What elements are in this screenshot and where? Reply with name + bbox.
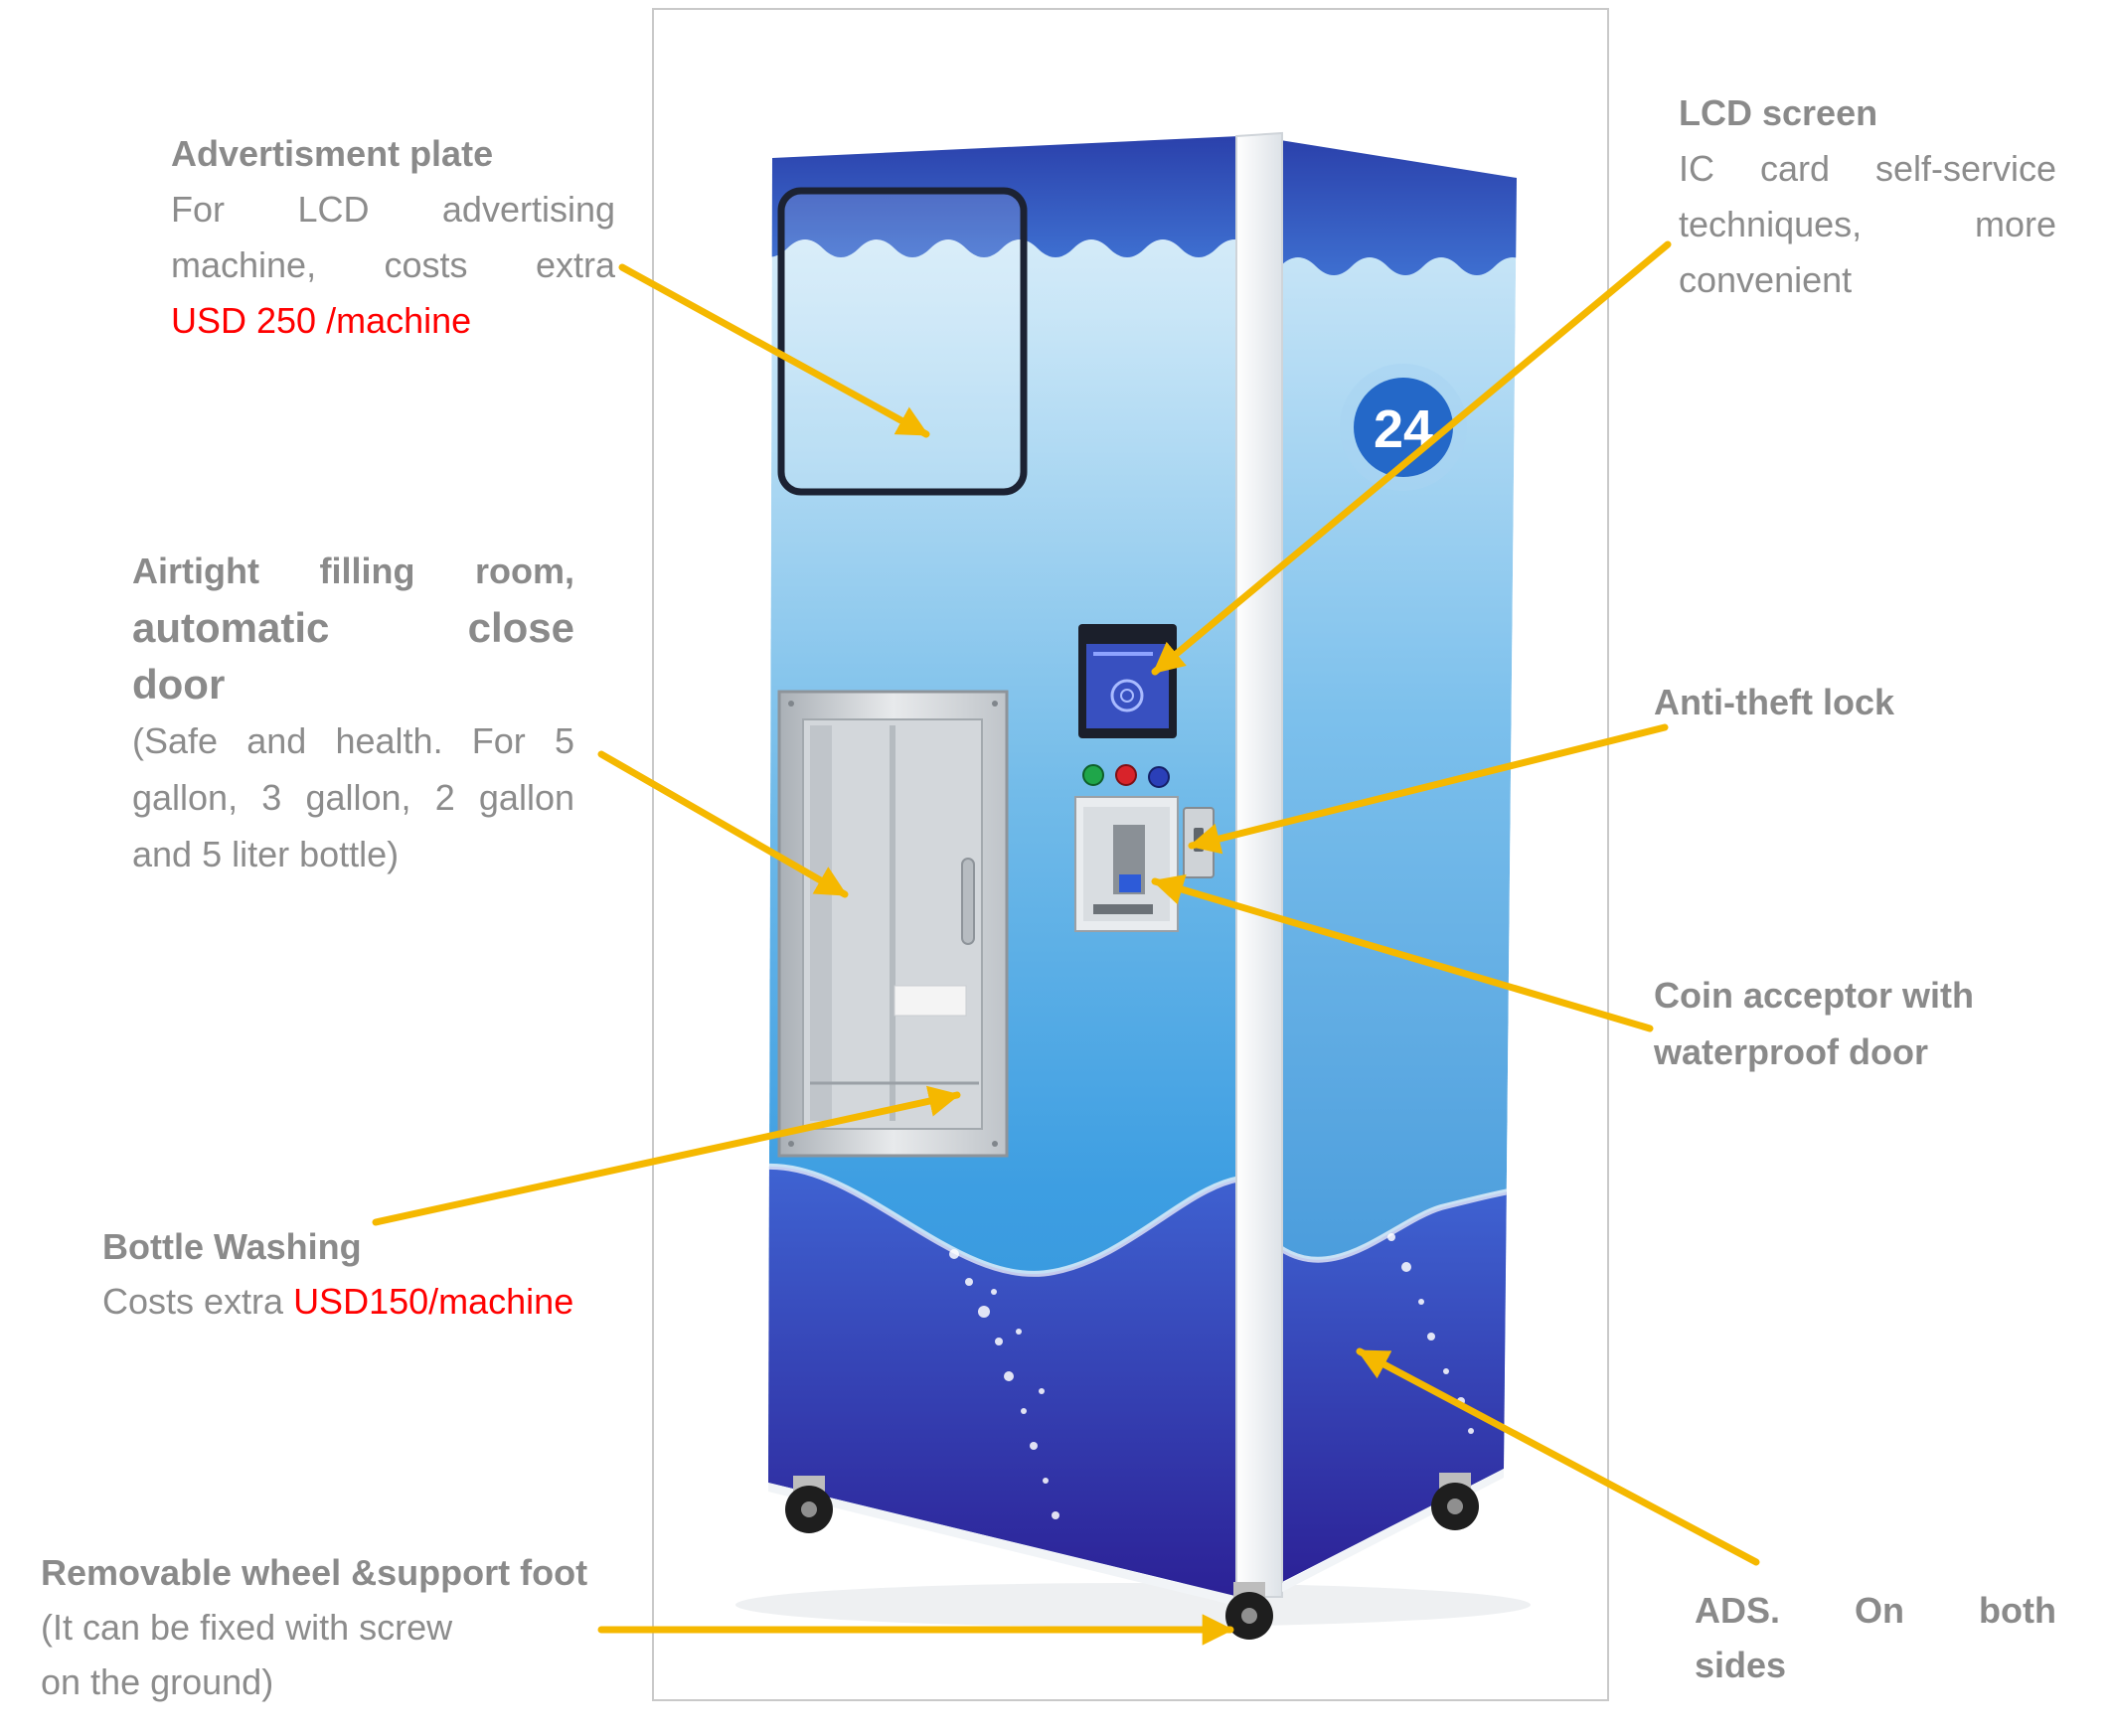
- arrow-advertisment-plate: [618, 263, 930, 438]
- callout-arrows: [372, 240, 1760, 1646]
- callout-coin-acceptor: Coin acceptor with waterproof door: [1654, 967, 2051, 1080]
- arrow-bottle-washing: [372, 1085, 961, 1226]
- callout-text-line: For LCD advertising: [171, 189, 615, 230]
- callout-text-line: and 5 liter bottle): [132, 834, 400, 874]
- lcd-text-line: [1093, 652, 1153, 656]
- callout-title: waterproof door: [1654, 1031, 1928, 1072]
- callout-text-line: techniques, more: [1679, 204, 2056, 244]
- arrow-filling-room: [597, 750, 849, 898]
- arrow-anti-theft-lock: [1188, 723, 1669, 855]
- callout-title: sides: [1695, 1645, 1787, 1685]
- callout-text-line: (Safe and health. For 5: [132, 720, 574, 761]
- callout-title: Removable wheel &support foot: [41, 1552, 588, 1593]
- callout-title: Airtight filling room,: [132, 551, 574, 591]
- callout-filling-room: Airtight filling room, automatic close d…: [132, 543, 574, 882]
- callout-title-large: door: [132, 661, 226, 708]
- side-wave-highlight: [1280, 1184, 1517, 1263]
- callout-text-line: IC card self-service: [1679, 148, 2056, 189]
- bottle-washing-nozzle: [894, 985, 967, 1017]
- front-bottom-wave: [768, 1166, 1239, 1597]
- callout-text-line: machine, costs extra: [171, 244, 615, 285]
- callout-title: ADS. On both: [1695, 1590, 2056, 1631]
- front-bubbles: [949, 1249, 1059, 1519]
- advertisment-plate: [777, 187, 1028, 496]
- callout-lcd-screen: LCD screen IC card self-service techniqu…: [1679, 85, 2056, 308]
- wheel-front: [1225, 1582, 1273, 1640]
- coin-acceptor: [1074, 796, 1179, 932]
- photo-frame: [652, 8, 1609, 1701]
- callout-wheel: Removable wheel &support foot (It can be…: [41, 1545, 657, 1709]
- green-button: [1082, 764, 1104, 786]
- filling-room-rod: [890, 725, 895, 1121]
- logo-badge: [1354, 378, 1453, 477]
- red-button: [1115, 764, 1137, 786]
- callout-advertisment-plate: Advertisment plate For LCD advertising m…: [171, 126, 615, 349]
- callout-price: USD150/machine: [293, 1281, 574, 1322]
- callout-title: Coin acceptor with: [1654, 975, 1975, 1016]
- callout-title: Anti-theft lock: [1654, 682, 1894, 722]
- callout-title: Advertisment plate: [171, 133, 494, 174]
- lcd-display: [1086, 644, 1169, 728]
- callout-text-line: (It can be fixed with screw: [41, 1607, 453, 1648]
- callout-title: LCD screen: [1679, 92, 1878, 133]
- callout-ads: ADS. On both sides: [1695, 1583, 2056, 1692]
- coin-return: [1093, 904, 1153, 914]
- filling-room-handle: [961, 858, 975, 945]
- callout-text-line: convenient: [1679, 259, 1853, 300]
- corner-pillar: [1235, 131, 1283, 1598]
- blue-button: [1148, 766, 1170, 788]
- callout-text-line: gallon, 3 gallon, 2 gallon: [132, 777, 574, 818]
- machine-side-panel: 24: [1280, 140, 1517, 1583]
- filling-room-rail: [810, 725, 832, 1121]
- front-wave-highlight: [768, 1163, 1239, 1277]
- side-top-wave: [1280, 140, 1517, 275]
- wheel-right: [1431, 1473, 1479, 1530]
- callout-anti-theft-lock: Anti-theft lock: [1654, 674, 2051, 730]
- callout-title: Bottle Washing: [102, 1226, 362, 1267]
- wheel-left: [785, 1476, 833, 1533]
- callout-title-large: automatic close: [132, 604, 574, 651]
- coin-acceptor-label: [1119, 874, 1141, 892]
- callout-text: Costs extra: [102, 1281, 294, 1322]
- filling-room: [777, 690, 1009, 1158]
- arrow-lcd-screen: [1151, 240, 1672, 676]
- ic-card-icon: [1110, 679, 1144, 712]
- callout-text-line: on the ground): [41, 1661, 274, 1702]
- floor-shadow: [735, 1583, 1531, 1627]
- callout-bottle-washing: Bottle Washing Costs extra USD150/machin…: [102, 1219, 659, 1329]
- front-bottom-trim: [768, 1483, 1236, 1606]
- arrow-coin-acceptor: [1151, 873, 1654, 1032]
- callout-text-line: Costs extra USD150/machine: [102, 1274, 659, 1329]
- callout-price: USD 250 /machine: [171, 300, 472, 341]
- lcd-screen: [1078, 624, 1177, 738]
- arrow-ads: [1356, 1347, 1760, 1566]
